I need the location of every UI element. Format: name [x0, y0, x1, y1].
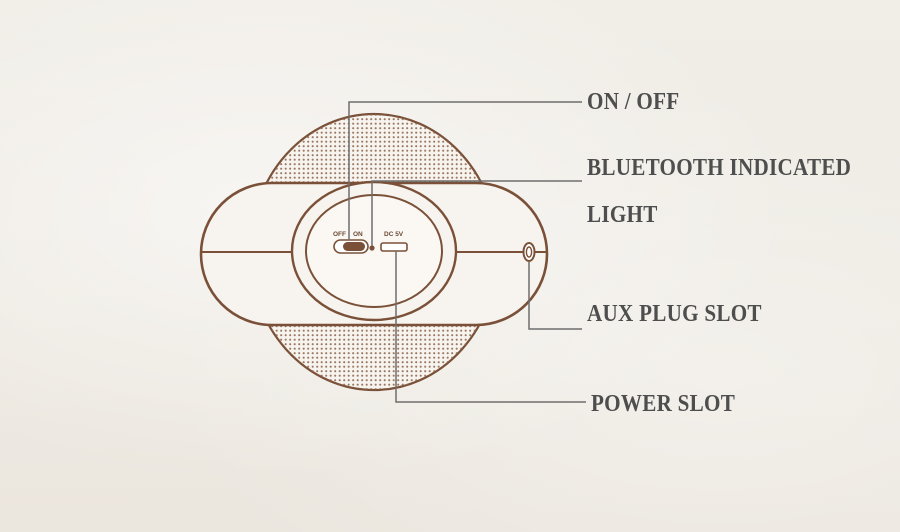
label-on-off: ON / OFF	[587, 89, 680, 115]
dc-text: DC 5V	[384, 231, 404, 238]
switch-off-text: OFF	[333, 231, 346, 238]
power-port[interactable]	[380, 242, 408, 252]
leader-line-bluetooth	[371, 180, 582, 246]
label-bluetooth-line1: BLUETOOTH INDICATED	[587, 155, 852, 181]
label-power: POWER SLOT	[591, 391, 736, 417]
switch-on-text: ON	[353, 231, 363, 238]
control-panel	[290, 180, 458, 322]
leader-line-power	[395, 251, 586, 403]
aux-port[interactable]	[522, 242, 536, 262]
bluetooth-indicator-light	[369, 245, 375, 251]
label-bluetooth-line2: LIGHT	[587, 202, 658, 228]
leader-line-on-off	[348, 101, 582, 240]
leader-line-aux	[528, 262, 582, 330]
label-aux: AUX PLUG SLOT	[587, 301, 762, 327]
power-switch[interactable]	[333, 239, 369, 254]
